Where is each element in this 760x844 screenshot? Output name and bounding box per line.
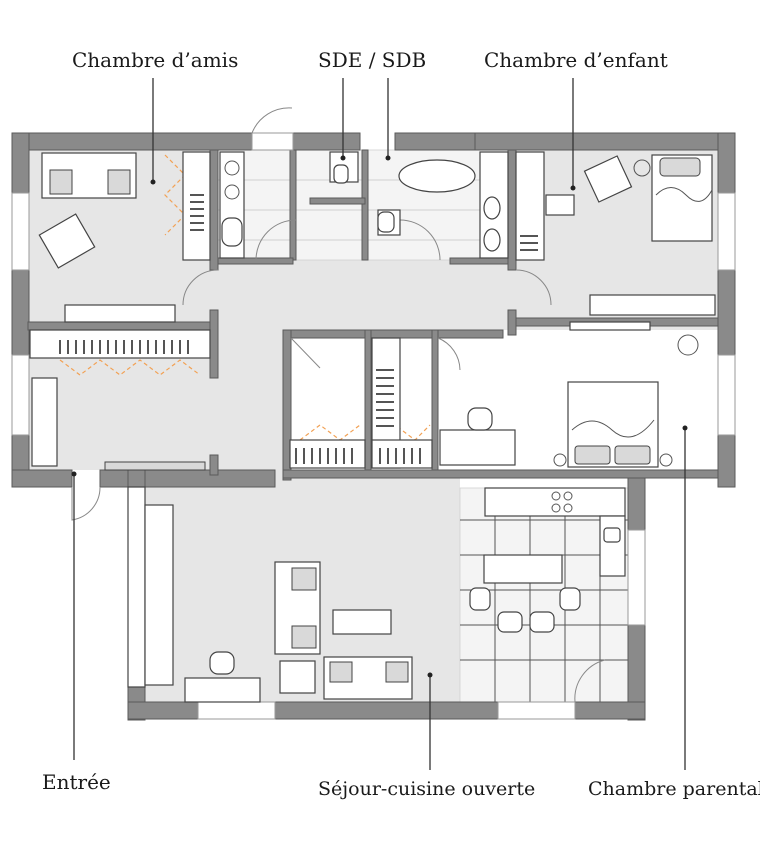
label-sejour: Séjour-cuisine ouverte: [318, 778, 536, 800]
living-furniture: [184, 561, 413, 703]
leader-lines: [71, 78, 688, 770]
master-bedroom-furniture: [439, 321, 699, 468]
windows: [11, 132, 736, 720]
wardrobes: [29, 151, 716, 688]
book-rows: [59, 194, 538, 464]
doors: [71, 107, 606, 703]
label-entree: Entrée: [42, 770, 111, 794]
child-room-furniture: [545, 154, 713, 242]
entry-furniture: [31, 377, 206, 471]
label-chambre-enfant: Chambre d’enfant: [484, 48, 668, 72]
kitchen-furniture: [469, 487, 626, 633]
label-sde-sdb: SDE / SDB: [318, 48, 427, 72]
label-chambre-amis: Chambre d’amis: [72, 48, 239, 72]
label-chambre-parentale: Chambre parentale: [588, 780, 760, 799]
interior-walls: [27, 149, 719, 481]
bathroom-fixtures: [219, 151, 509, 259]
guest-room-furniture: [38, 152, 176, 323]
